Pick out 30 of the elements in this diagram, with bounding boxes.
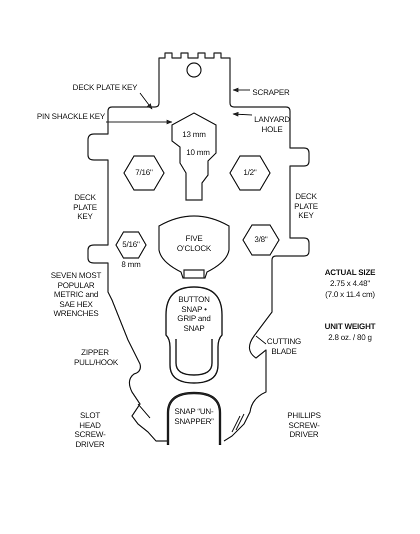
part-label: SLOT HEAD SCREW-DRIVER xyxy=(73,411,107,449)
size-label: 13 mm xyxy=(181,130,207,140)
spec-value: 2.8 oz. / 80 g xyxy=(327,333,373,342)
part-label: PHILLIPS SCREW-DRIVER xyxy=(286,411,322,440)
leader-arrow xyxy=(106,120,173,124)
part-label: ZIPPER PULL/HOOK xyxy=(74,348,116,367)
size-label: 10 mm xyxy=(185,148,211,158)
feature-label: BUTTON SNAP • GRIP and SNAP xyxy=(176,295,212,333)
spec-heading: ACTUAL SIZE xyxy=(324,268,376,278)
size-label: 1/2" xyxy=(242,168,258,178)
part-label: DECK PLATE KEY xyxy=(72,193,98,222)
leader-arrow xyxy=(232,112,252,117)
spec-value: (7.0 x 11.4 cm) xyxy=(324,290,376,300)
part-label: SEVEN MOST POPULAR METRIC and SAE HEX WRENCHES xyxy=(50,271,102,318)
size-label: 7/16" xyxy=(134,168,154,178)
spec-value: 2.75 x 4.48" xyxy=(328,279,372,288)
size-label: 3/8" xyxy=(253,235,269,244)
size-label: 5/16" xyxy=(121,240,141,250)
callout-label: PIN SHACKLE KEY xyxy=(36,112,106,122)
callout-label: DECK PLATE KEY xyxy=(70,83,140,92)
leader-arrow xyxy=(140,92,152,110)
feature-label: FIVE O’CLOCK xyxy=(176,234,212,253)
leader-arrow xyxy=(232,88,250,92)
part-label: DECK PLATE KEY xyxy=(293,192,319,220)
part-label: CUTTING BLADE xyxy=(266,337,302,356)
callout-label: SCRAPER xyxy=(250,88,292,98)
spec-heading: UNIT WEIGHT xyxy=(324,322,376,332)
size-label: 8 mm xyxy=(120,260,142,270)
feature-label: SNAP “UN-SNAPPER” xyxy=(173,407,215,426)
callout-label: LANYARD HOLE xyxy=(252,115,292,134)
